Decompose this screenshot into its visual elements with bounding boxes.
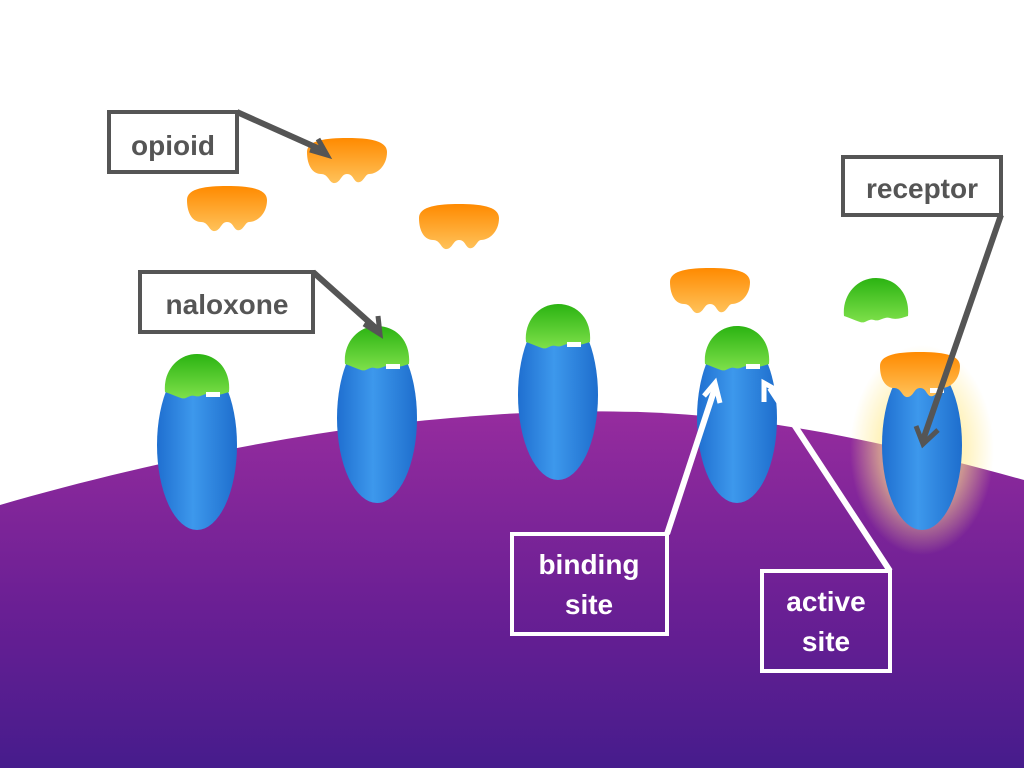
receptor-1: [157, 360, 237, 530]
binding-site-label-line1: binding: [538, 549, 639, 580]
naloxone-bound-4: [704, 326, 770, 371]
receptor-2: [337, 333, 417, 503]
receptor-label: receptor: [841, 155, 1004, 449]
opioid-label: opioid: [107, 109, 333, 174]
naloxone-bound-3: [525, 304, 591, 349]
naloxone-bound-1: [164, 354, 230, 399]
binding-site-label-line2: site: [565, 589, 613, 620]
receptor-4: [697, 333, 777, 503]
opioid-molecule-2: [187, 186, 267, 232]
receptor-3: [518, 310, 598, 480]
active-site-label: active site: [760, 378, 893, 673]
naloxone-label-text: naloxone: [166, 289, 289, 320]
naloxone-molecule-free: [843, 278, 909, 323]
active-site-label-line2: site: [802, 626, 850, 657]
receptor-label-text: receptor: [866, 173, 978, 204]
opioid-molecule-4: [670, 268, 750, 314]
opioid-molecule-3: [419, 204, 499, 250]
naloxone-label: naloxone: [138, 269, 384, 339]
opioid-label-text: opioid: [131, 130, 215, 161]
naloxone-bound-2: [344, 326, 410, 371]
active-site-label-line1: active: [786, 586, 865, 617]
binding-site-label: binding site: [510, 377, 723, 636]
